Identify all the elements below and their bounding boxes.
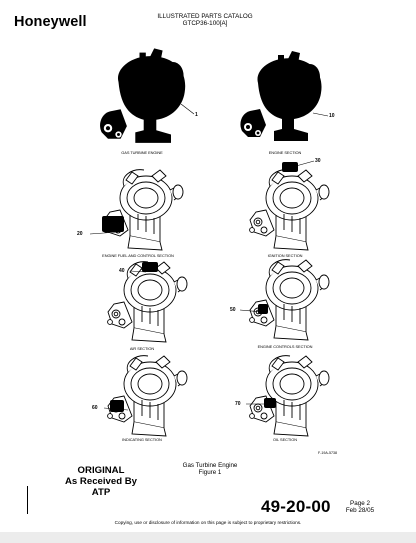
highlight-part-ignition-section <box>282 162 298 172</box>
caption-gas-turbine-engine: GAS TURBINE ENGINE <box>121 150 163 155</box>
honeywell-logo: Honeywell <box>14 14 87 30</box>
item-number-10: 10 <box>329 113 335 119</box>
leader-line-30 <box>295 160 315 167</box>
leader-line-50 <box>239 309 263 313</box>
page-info: Page 2 Feb 28/05 <box>338 500 382 514</box>
item-number-1: 1 <box>195 112 198 118</box>
highlight-part-oil-section <box>264 398 276 408</box>
caption-indicating-section: INDICATING SECTION <box>122 437 162 442</box>
stamp-line-2: As Received By <box>65 476 137 487</box>
highlight-part-engine-controls <box>258 304 268 314</box>
proprietary-notice: Copying, use or disclosure of informatio… <box>114 520 302 525</box>
figure-title: Gas Turbine Engine Figure 1 <box>160 462 260 477</box>
stamp-line-1: ORIGINAL <box>77 465 125 476</box>
page-number: Page 2 <box>350 500 370 507</box>
engine-drawing-indicating-section <box>107 355 188 437</box>
item-number-60: 60 <box>92 405 98 411</box>
engine-drawing-gas-turbine-engine <box>100 48 186 143</box>
catalog-title: ILLUSTRATED PARTS CATALOG <box>157 13 253 20</box>
leader-line-1 <box>180 103 195 115</box>
caption-oil-section: OIL SECTION <box>273 437 297 442</box>
leader-line-10 <box>312 112 329 117</box>
item-number-70: 70 <box>235 401 241 407</box>
engine-drawing-air-section <box>107 261 188 343</box>
leader-line-20 <box>89 231 119 235</box>
engine-drawing-oil-section <box>249 355 330 437</box>
item-number-30: 30 <box>315 158 321 164</box>
item-number-50: 50 <box>230 307 236 313</box>
highlight-part-engine-fuel-control <box>102 216 124 232</box>
caption-engine-controls: ENGINE CONTROLS SECTION <box>257 344 313 349</box>
figure-title-number: Figure 1 <box>198 469 222 477</box>
original-stamp: ORIGINAL As Received By ATP <box>56 465 146 498</box>
page-bottom-band <box>0 532 416 543</box>
leader-line-60 <box>103 407 129 411</box>
stamp-line-3: ATP <box>91 487 111 498</box>
catalog-header: ILLUSTRATED PARTS CATALOG GTCP36-100[A] <box>150 13 260 28</box>
engine-drawing-engine-fuel-control <box>102 169 184 251</box>
highlight-part-indicating-section <box>110 400 124 412</box>
item-number-40: 40 <box>119 268 125 274</box>
catalog-model: GTCP36-100[A] <box>182 20 228 28</box>
change-bar <box>27 486 28 514</box>
leader-line-40 <box>129 270 147 273</box>
engine-drawing-ignition-section <box>249 162 330 251</box>
caption-engine-section: ENGINE SECTION <box>268 150 302 155</box>
caption-engine-fuel-control: ENGINE FUEL AND CONTROL SECTION <box>102 253 174 258</box>
highlight-part-air-section <box>142 262 158 272</box>
caption-ignition-section: IGNITION SECTION <box>267 253 303 258</box>
document-number: 49-20-00 <box>261 497 331 516</box>
figure-reference: F-19A-5738 <box>318 451 337 455</box>
engine-drawing-engine-section <box>240 51 322 141</box>
figure-title-name: Gas Turbine Engine <box>182 462 238 469</box>
page-date: Feb 28/05 <box>345 507 375 514</box>
item-number-20: 20 <box>77 231 83 237</box>
engine-drawing-engine-controls <box>249 259 330 341</box>
caption-air-section: AIR SECTION <box>129 346 155 351</box>
